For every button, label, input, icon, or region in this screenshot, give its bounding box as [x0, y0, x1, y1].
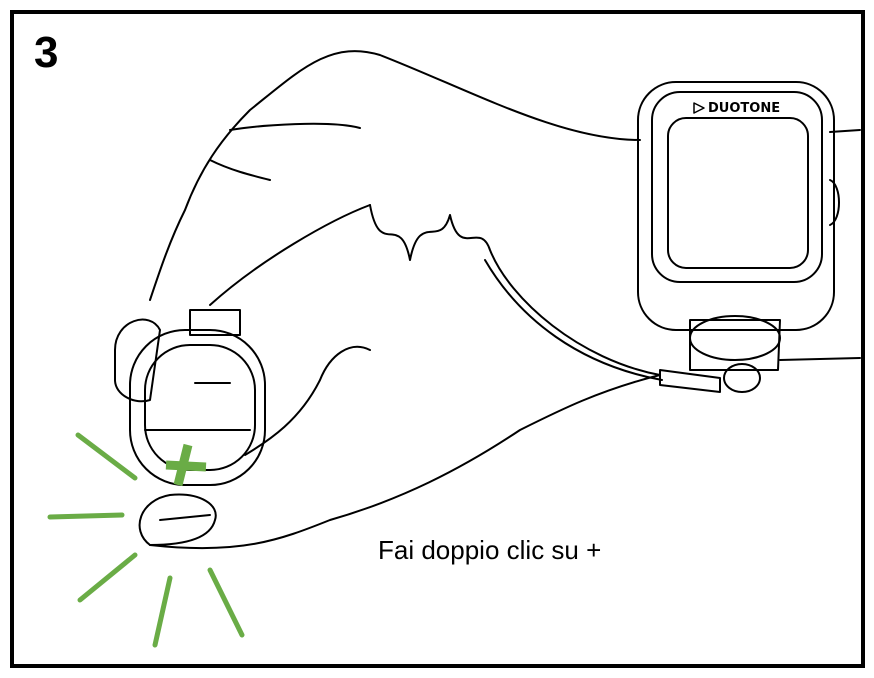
coiled-cable	[209, 204, 663, 381]
instruction-caption: Fai doppio clic su +	[378, 535, 602, 565]
plus-button-icon	[165, 443, 207, 487]
hand-outline	[138, 50, 861, 550]
duotone-logo: DUOTONE	[708, 101, 780, 116]
instruction-frame	[10, 10, 865, 668]
click-burst-icon	[47, 432, 245, 648]
step-number: 3	[34, 28, 59, 77]
remote-control	[114, 309, 266, 486]
watch-device: DUOTONE	[637, 81, 840, 393]
